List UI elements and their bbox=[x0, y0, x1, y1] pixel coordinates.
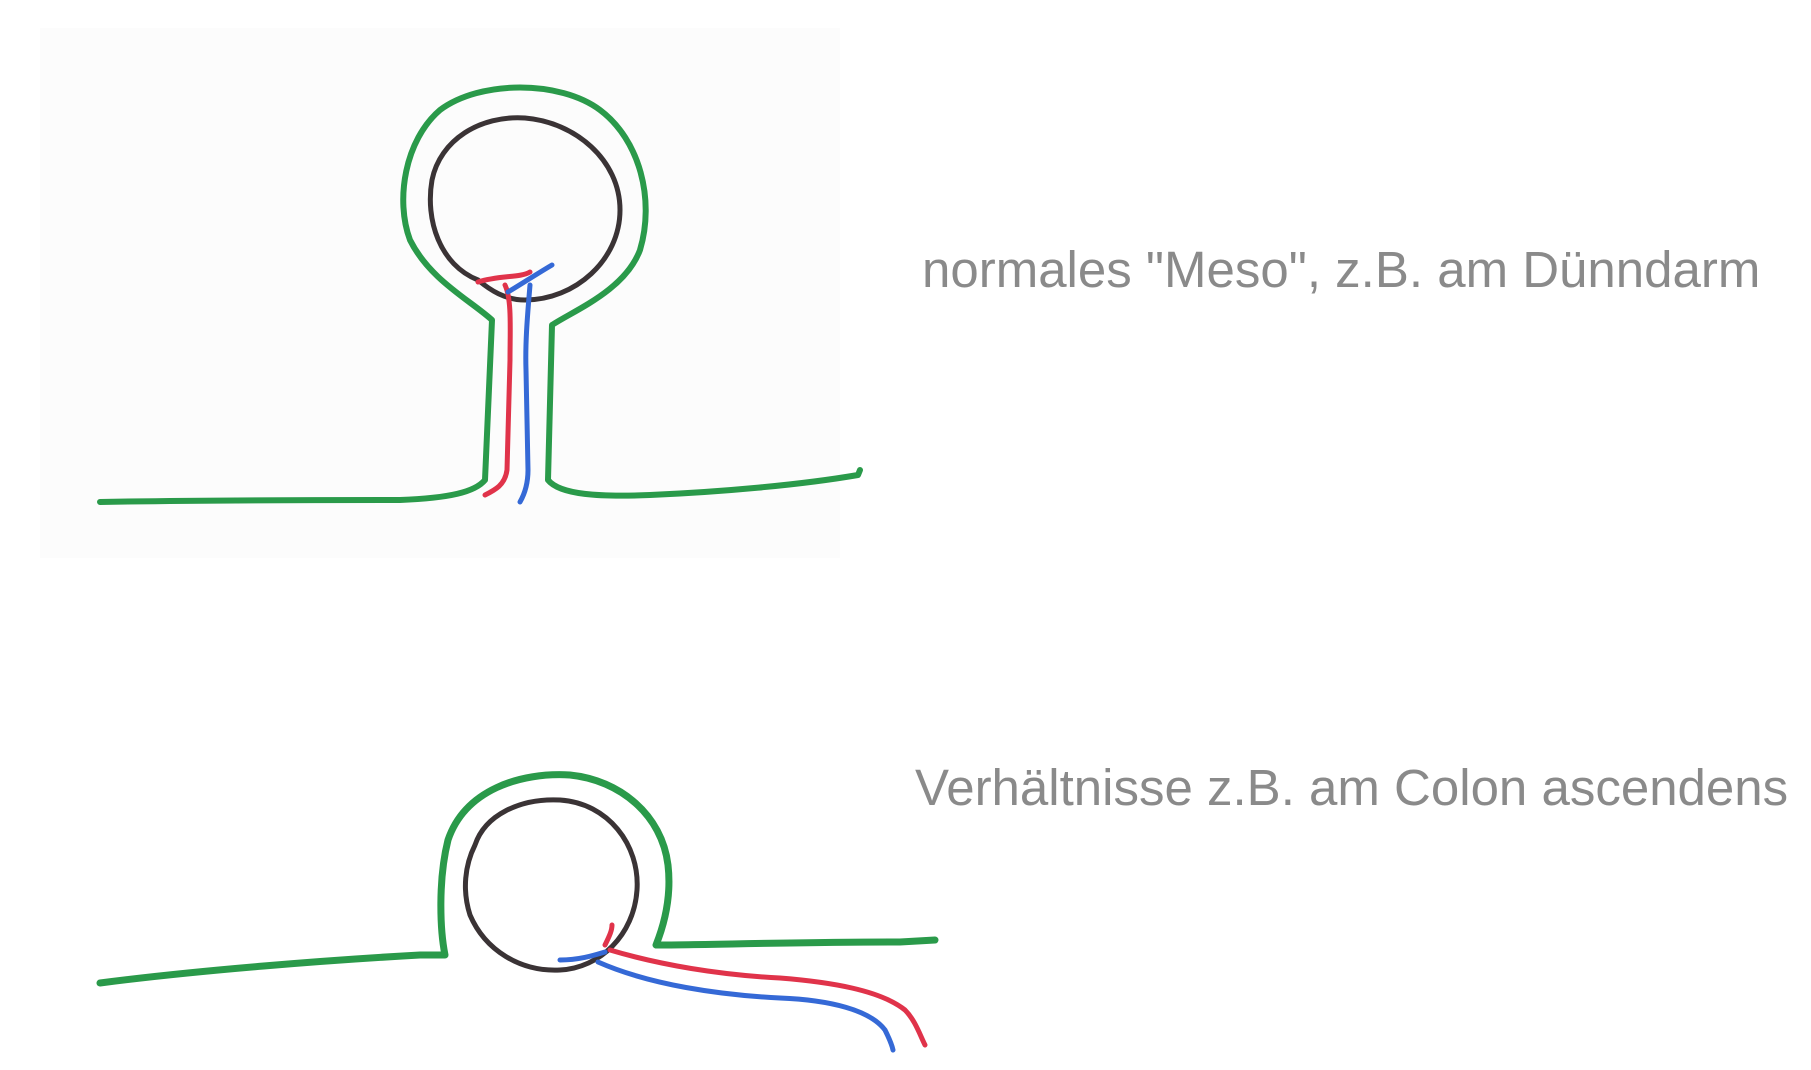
mesentery-caption: normales "Meso", z.B. am Dünndarm bbox=[922, 240, 1760, 299]
colon-ascendens-diagram bbox=[100, 775, 935, 1050]
mesentery-diagram bbox=[100, 88, 860, 503]
vein-line bbox=[560, 952, 893, 1050]
intestine-wall bbox=[465, 800, 637, 970]
colon-ascendens-caption: Verhältnisse z.B. am Colon ascendens bbox=[915, 758, 1788, 817]
peritoneum-line bbox=[100, 88, 860, 503]
